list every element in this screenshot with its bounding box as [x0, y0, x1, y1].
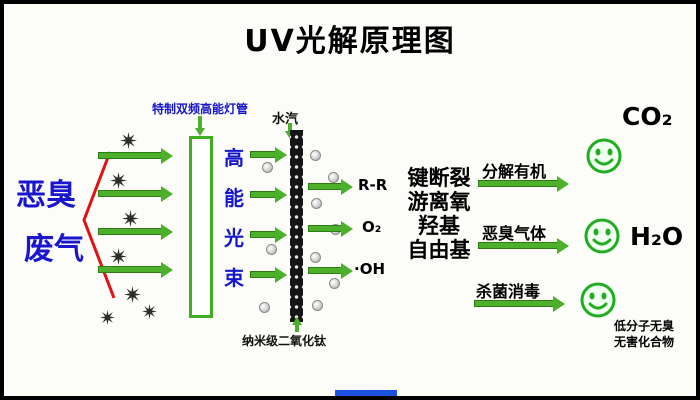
- vapor-label: 水汽: [272, 112, 299, 127]
- lamp-pointer-arrow: [198, 116, 202, 128]
- catalyst-label: 纳米级二氧化钛: [242, 334, 327, 348]
- output-harmless-line2: 无害化合物: [613, 335, 674, 350]
- vapor-pointer-arrow: [288, 123, 292, 131]
- radical-arrow: [308, 225, 342, 232]
- bottom-watermark-bar: [335, 390, 397, 396]
- smiley-face-icon: [586, 138, 622, 174]
- particle-bubble-icon: [259, 302, 270, 313]
- process-arrow: [478, 242, 558, 249]
- process-arrow: [478, 180, 558, 187]
- smiley-face-icon: [584, 218, 620, 254]
- pollutant-burst-icon: [122, 210, 139, 227]
- source-gas-line1: 恶臭: [16, 178, 76, 213]
- output-co2-label: CO₂: [622, 102, 673, 131]
- particle-bubble-icon: [329, 278, 340, 289]
- pollutant-burst-icon: [110, 248, 127, 265]
- particle-bubble-icon: [266, 244, 277, 255]
- particle-bubble-icon: [262, 162, 273, 173]
- uv-lamp-tube: [189, 136, 213, 318]
- particle-bubble-icon: [310, 150, 321, 161]
- beam-char-4: 束: [224, 266, 244, 290]
- inlet-arrow: [98, 228, 162, 235]
- process-label-2: 恶臭气体: [482, 224, 547, 243]
- reaction-term-4: 自由基: [407, 238, 471, 262]
- beam-arrow: [250, 191, 276, 198]
- tio2-catalyst-bar: [290, 130, 303, 322]
- process-arrow: [474, 300, 554, 307]
- beam-char-1: 高: [224, 146, 244, 170]
- pollutant-burst-icon: [124, 286, 141, 303]
- beam-arrow: [250, 151, 276, 158]
- smiley-face-icon: [580, 282, 616, 318]
- beam-arrow: [250, 271, 276, 278]
- reaction-term-2: 游离氧: [407, 190, 471, 214]
- diagram-title: UV光解原理图: [244, 24, 456, 59]
- process-label-1: 分解有机: [482, 162, 547, 181]
- inlet-arrow: [98, 190, 162, 197]
- pollutant-burst-icon: [142, 304, 157, 319]
- beam-char-3: 光: [224, 226, 244, 250]
- source-gas-line2: 废气: [24, 232, 84, 267]
- reaction-term-3: 羟基: [418, 214, 460, 238]
- particle-bubble-icon: [310, 252, 321, 263]
- particle-bubble-icon: [312, 300, 323, 311]
- pollutant-burst-icon: [120, 132, 137, 149]
- pollutant-burst-icon: [110, 172, 127, 189]
- process-label-3: 杀菌消毒: [476, 282, 541, 301]
- particle-bubble-icon: [328, 172, 339, 183]
- lamp-label: 特制双频高能灯管: [152, 102, 249, 116]
- output-harmless-label: 低分子无臭 无害化合物: [584, 318, 696, 350]
- radical-arrow: [308, 183, 342, 190]
- radical-arrow: [308, 267, 342, 274]
- beam-arrow: [250, 231, 276, 238]
- radical-label-oh: ·OH: [354, 260, 386, 278]
- beam-char-2: 能: [224, 186, 244, 210]
- catalyst-pointer-arrow: [295, 325, 299, 332]
- radical-label-rr: R-R: [358, 176, 388, 194]
- particle-bubble-icon: [311, 198, 322, 209]
- reaction-term-1: 键断裂: [407, 166, 471, 190]
- pollutant-burst-icon: [100, 310, 115, 325]
- inlet-arrow: [98, 266, 162, 273]
- output-harmless-line1: 低分子无臭: [613, 319, 674, 333]
- radical-label-o2: O₂: [362, 218, 382, 236]
- output-h2o-label: H₂O: [630, 222, 684, 251]
- inlet-arrow: [98, 152, 162, 159]
